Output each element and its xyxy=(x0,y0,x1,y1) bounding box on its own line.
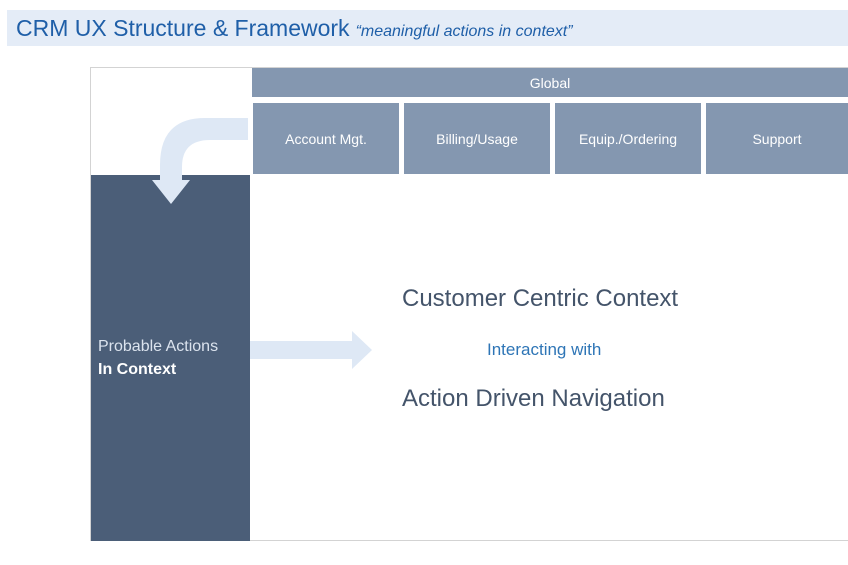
tab-label: Account Mgt. xyxy=(285,130,367,147)
panel-label-probable-actions: Probable Actions xyxy=(98,338,219,355)
customer-centric-context-label: Customer Centric Context xyxy=(402,285,679,312)
global-nav-bar[interactable]: Global xyxy=(252,68,848,97)
title-bar: CRM UX Structure & Framework “meaningful … xyxy=(7,10,848,46)
panel-label-in-context: In Context xyxy=(98,361,177,378)
global-nav-label: Global xyxy=(529,74,571,91)
tab-label: Billing/Usage xyxy=(436,130,518,147)
interacting-with-label: Interacting with xyxy=(487,340,602,359)
tab-billing-usage[interactable]: Billing/Usage xyxy=(404,103,550,174)
right-arrow-icon xyxy=(250,331,372,369)
tab-equip-ordering[interactable]: Equip./Ordering xyxy=(555,103,701,174)
curved-down-arrow-icon xyxy=(152,118,248,204)
page-title: CRM UX Structure & Framework “meaningful … xyxy=(16,15,573,42)
probable-actions-panel xyxy=(91,175,250,541)
tab-label: Equip./Ordering xyxy=(578,130,678,147)
page-subtitle: “meaningful actions in context” xyxy=(355,23,573,40)
action-driven-navigation-label: Action Driven Navigation xyxy=(402,385,665,412)
tab-account-mgt[interactable]: Account Mgt. xyxy=(253,103,399,174)
page-title-text: CRM UX Structure & Framework xyxy=(16,15,350,41)
tab-support[interactable]: Support xyxy=(706,103,848,174)
tab-label: Support xyxy=(752,130,802,147)
